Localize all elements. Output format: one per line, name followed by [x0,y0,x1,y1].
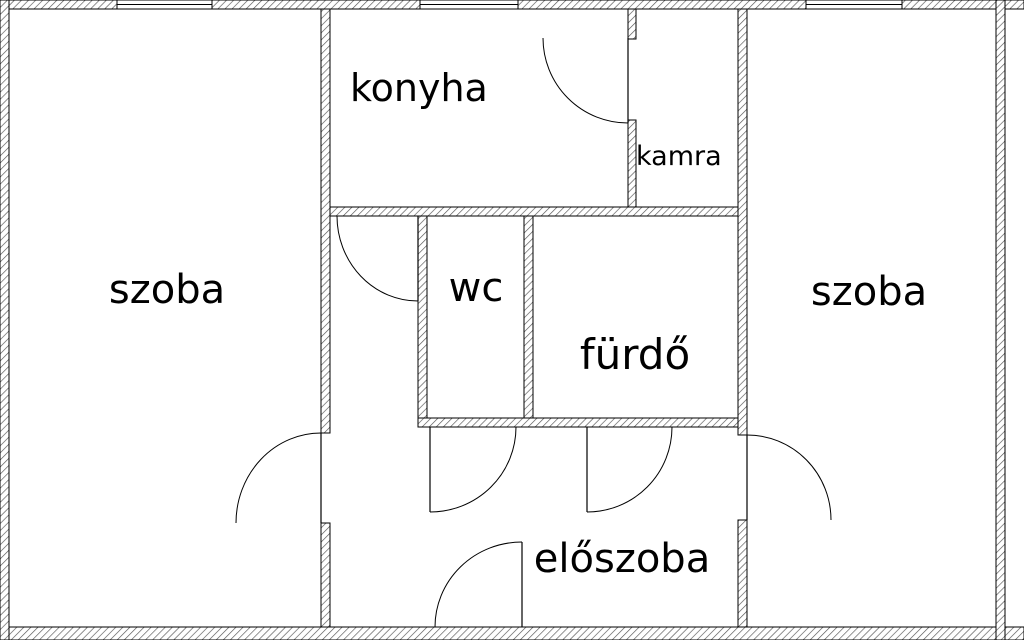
door-szoba-right-swing [746,434,832,521]
door-wc-swing [336,215,419,302]
door-kamra-swing [542,37,629,124]
wall-left-partition-lower [320,522,331,628]
room-label-konyha: konyha [350,66,488,110]
wall-outer-bottom [0,626,1024,640]
door-entrance-swing [434,541,523,628]
wall-wc-left [417,215,428,427]
wall-outer-left [0,0,10,640]
wall-kitchen-kamra-lower [627,119,637,211]
wall-below-kitchen [329,206,739,217]
wall-wc-furdo-bottom [417,417,739,428]
room-labels: szoba konyha kamra wc fürdő előszoba szo… [109,66,927,582]
door-furdo-swing [586,426,673,513]
wall-right-partition-upper [737,8,748,436]
room-label-kamra: kamra [636,141,722,172]
wall-right-partition-lower [737,519,748,628]
wall-outer-right [995,0,1006,640]
doors [235,37,832,628]
windows [116,0,903,10]
room-label-szoba-right: szoba [811,269,927,315]
wall-left-partition-upper [320,8,331,434]
door-wc-lower-swing [429,426,517,513]
wall-kitchen-kamra-top [627,8,637,40]
door-szoba-left-swing [235,432,322,524]
room-label-furdo: fürdő [580,330,690,379]
room-label-szoba-left: szoba [109,267,225,313]
wall-wc-furdo-divider [523,215,534,427]
room-label-wc: wc [449,265,504,311]
room-label-eloszoba: előszoba [534,536,710,582]
